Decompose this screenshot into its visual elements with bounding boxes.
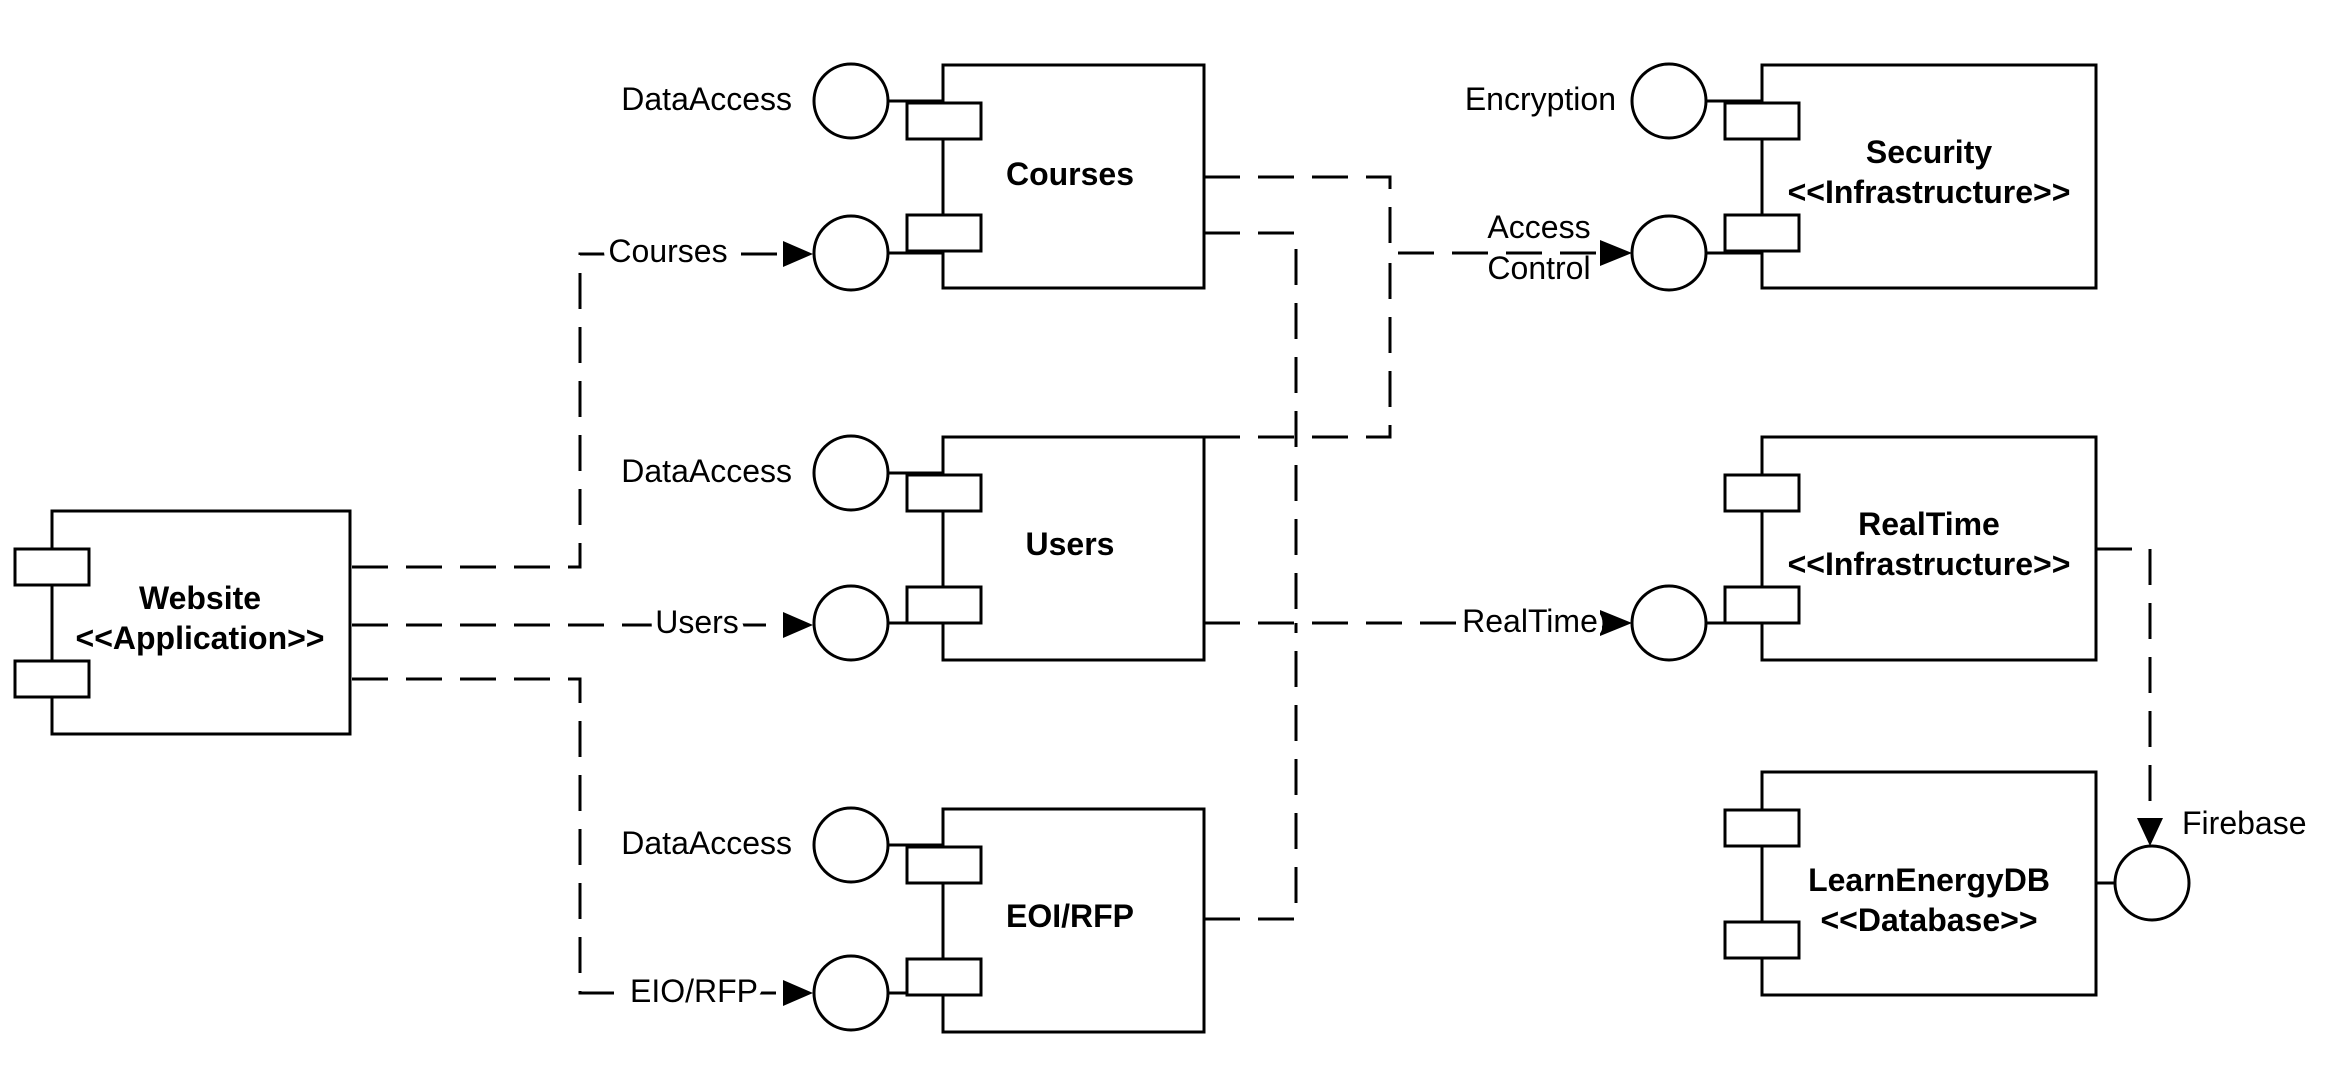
interface-circle-dataaccess[interactable] <box>812 62 890 140</box>
dep-website-eoi <box>352 677 783 995</box>
dep-users-security <box>1204 253 1392 439</box>
label-firebase: Firebase <box>2182 805 2307 841</box>
component-learnenergydb[interactable]: LearnEnergyDB <<Database>> <box>1723 770 2191 997</box>
arrowheads <box>783 240 2163 1006</box>
arrowhead-users <box>783 612 813 638</box>
component-port <box>1723 213 1801 253</box>
component-box <box>50 509 352 736</box>
component-box <box>941 807 1206 1034</box>
interface-circle-dataaccess[interactable] <box>812 434 890 512</box>
component-port <box>1723 473 1801 513</box>
component-port <box>1723 920 1801 960</box>
arrowhead-access-control <box>1600 240 1632 266</box>
label-eio-rfp: EIO/RFP <box>630 973 758 1009</box>
component-title: EOI/RFP <box>1006 898 1134 934</box>
component-port <box>1723 808 1801 848</box>
component-title: Users <box>1026 526 1115 562</box>
label-realtime: RealTime <box>1462 603 1598 639</box>
label-dataaccess: DataAccess <box>621 825 792 861</box>
component-port <box>13 659 91 699</box>
component-port <box>905 101 983 141</box>
component-port <box>905 957 983 997</box>
interface-circle-eio-rfp[interactable] <box>812 954 890 1032</box>
arrowhead-realtime <box>1600 610 1632 636</box>
dep-eoi-realtime <box>1204 623 1298 921</box>
label-dataaccess: DataAccess <box>621 81 792 117</box>
dep-website-courses <box>352 252 783 569</box>
label-dataaccess: DataAccess <box>621 453 792 489</box>
label-encryption: Encryption <box>1465 81 1616 117</box>
dep-courses-realtime <box>1204 231 1298 623</box>
interface-circle-encryption[interactable] <box>1630 62 1708 140</box>
component-port <box>905 473 983 513</box>
component-box <box>1760 770 2098 997</box>
component-box <box>1760 435 2098 662</box>
component-box <box>941 435 1206 662</box>
component-port <box>13 547 91 587</box>
component-security[interactable]: Security <<Infrastructure>> <box>1630 62 2098 292</box>
component-box <box>941 63 1206 290</box>
label-users: Users <box>655 604 739 640</box>
interface-circle-access-control[interactable] <box>1630 214 1708 292</box>
arrowhead-firebase <box>2137 818 2163 846</box>
component-port <box>905 585 983 625</box>
component-stereotype: <<Database>> <box>1820 902 2037 938</box>
arrowhead-courses <box>783 241 813 267</box>
component-title: Courses <box>1006 156 1134 192</box>
component-title: Website <box>139 580 261 616</box>
dep-realtime-db <box>2096 547 2152 820</box>
component-port <box>1723 101 1801 141</box>
interface-circle-firebase[interactable] <box>2113 844 2191 922</box>
interface-circle-dataaccess[interactable] <box>812 806 890 884</box>
component-title: Security <box>1866 134 1992 170</box>
interface-labels: DataAccess Courses DataAccess Users Data… <box>602 81 2307 1015</box>
component-title: RealTime <box>1858 506 2000 542</box>
interface-circle-courses[interactable] <box>812 214 890 292</box>
dep-courses-security <box>1204 175 1600 255</box>
interface-circle-users[interactable] <box>812 584 890 662</box>
component-box <box>1760 63 2098 290</box>
dependency-lines <box>352 175 2152 995</box>
component-stereotype: <<Application>> <box>76 620 325 656</box>
component-port <box>1723 585 1801 625</box>
component-stereotype: <<Infrastructure>> <box>1788 546 2071 582</box>
label-courses: Courses <box>608 233 727 269</box>
component-stereotype: <<Infrastructure>> <box>1788 174 2071 210</box>
component-port <box>905 213 983 253</box>
label-access: Access <box>1487 209 1590 245</box>
component-port <box>905 845 983 885</box>
interface-circle-realtime[interactable] <box>1630 584 1708 662</box>
component-website[interactable]: Website <<Application>> <box>13 509 352 736</box>
label-control: Control <box>1487 250 1590 286</box>
component-courses[interactable]: Courses <box>812 62 1206 292</box>
component-realtime[interactable]: RealTime <<Infrastructure>> <box>1630 435 2098 662</box>
component-title: LearnEnergyDB <box>1808 862 2050 898</box>
component-eoi-rfp[interactable]: EOI/RFP <box>812 806 1206 1034</box>
component-users[interactable]: Users <box>812 434 1206 662</box>
arrowhead-eio-rfp <box>783 980 813 1006</box>
